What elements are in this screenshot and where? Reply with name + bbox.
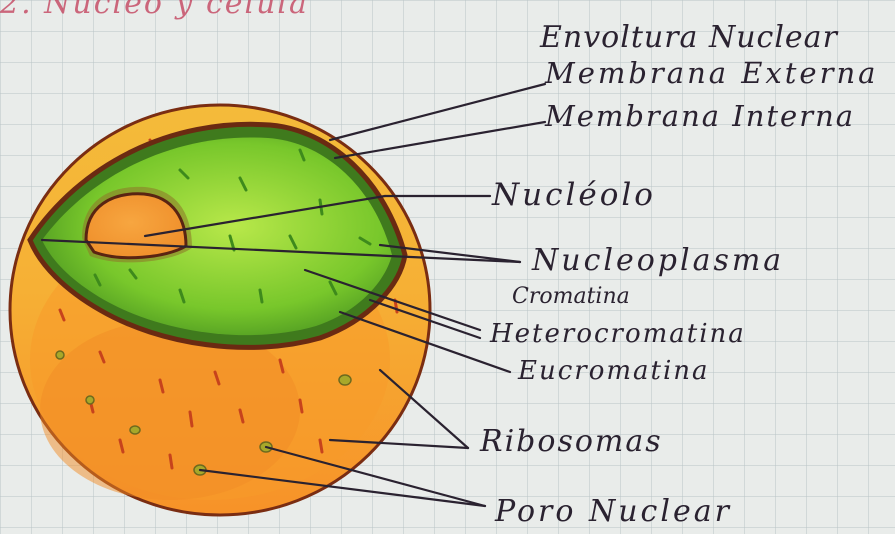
label-cromatina: Cromatina: [512, 284, 630, 309]
page-header-title: 2. Núcleo y célula: [0, 0, 309, 21]
label-envoltura-nuclear: Envoltura Nuclear: [540, 20, 838, 55]
label-membrana-externa: Membrana Externa: [545, 56, 878, 90]
label-ribosomas: Ribosomas: [480, 424, 663, 459]
label-nucleolo: Nucléolo: [492, 177, 656, 213]
label-membrana-interna: Membrana Interna: [545, 99, 855, 133]
label-heterocromatina: Heterocromatina: [490, 319, 746, 349]
label-poro-nuclear: Poro Nuclear: [495, 494, 732, 529]
label-eucromatina: Eucromatina: [518, 356, 710, 386]
label-nucleoplasma: Nucleoplasma: [532, 243, 784, 278]
